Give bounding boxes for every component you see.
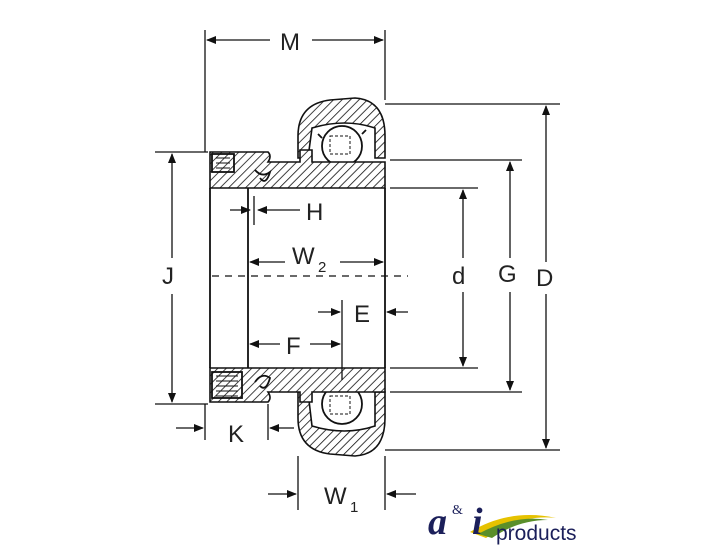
label-W1-sub: 1 [350,499,358,516]
label-H: H [306,199,323,226]
outer-ring-bottom [297,391,386,457]
dimension-F: F [249,333,341,360]
dimension-K: K [176,421,294,448]
label-F: F [286,333,301,360]
label-J: J [162,263,174,290]
dimension-d: d [452,189,467,367]
bore-outline [209,188,386,368]
label-G: G [498,261,517,288]
inner-ring-bottom [209,367,386,403]
label-K: K [228,421,244,448]
label-W1: W [324,483,347,510]
label-W2-sub: 2 [318,259,326,276]
logo-i: i [472,501,483,543]
dimension-M: M [206,29,384,56]
inner-ring-top [209,149,386,189]
label-D: D [536,265,553,292]
dimension-W1: W 1 [268,483,416,516]
dimension-D: D [536,105,553,449]
dimension-J: J [162,153,176,403]
ai-products-logo: a & i products [428,501,577,545]
dimension-H: H [230,199,323,226]
label-M: M [280,29,300,56]
outer-ring-top [297,97,386,159]
extension-lines [155,30,560,510]
ball-top [317,125,367,167]
dimension-E: E [318,301,408,328]
logo-amp: & [452,503,463,518]
label-W2: W [292,243,315,270]
logo-a: a [428,501,447,543]
dimension-W2: W 2 [249,243,384,276]
label-E: E [354,301,370,328]
logo-products: products [496,522,577,545]
label-d: d [452,263,465,290]
dimension-G: G [498,161,517,391]
